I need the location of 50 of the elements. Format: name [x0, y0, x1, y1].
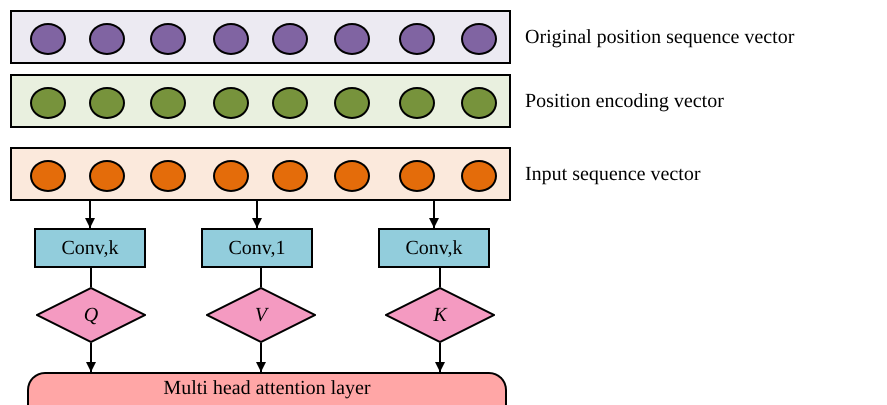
vector-element-circle: [334, 87, 370, 119]
vector-element-circle: [89, 23, 125, 55]
vector-element-circle: [30, 160, 66, 192]
vector-band: [10, 147, 511, 201]
diamond-label: K: [433, 305, 447, 325]
vector-element-circle: [30, 87, 66, 119]
vector-element-circle: [89, 87, 125, 119]
vector-caption: Position encoding vector: [525, 91, 724, 111]
diamond-label: V: [254, 305, 268, 325]
vector-element-circle: [334, 160, 370, 192]
vector-element-circle: [334, 23, 370, 55]
vector-element-circle: [89, 160, 125, 192]
vector-element-circle: [30, 23, 66, 55]
arrow: [256, 343, 266, 372]
vector-caption: Original position sequence vector: [525, 27, 794, 47]
arrow: [435, 343, 445, 372]
vector-element-circle: [272, 160, 308, 192]
decision-diamond: [385, 287, 495, 343]
vector-element-circle: [213, 87, 249, 119]
node-label: Conv,1: [228, 238, 286, 258]
node-label: Conv,k: [405, 238, 463, 258]
vector-element-circle: [461, 87, 497, 119]
vector-element-circle: [150, 23, 186, 55]
vector-element-circle: [213, 23, 249, 55]
vector-element-circle: [150, 87, 186, 119]
vector-element-circle: [461, 23, 497, 55]
arrow: [86, 343, 96, 372]
arrow: [252, 201, 262, 228]
vector-element-circle: [272, 23, 308, 55]
decision-diamond: [36, 287, 146, 343]
arrow: [85, 201, 95, 228]
vector-element-circle: [399, 87, 435, 119]
vector-element-circle: [399, 160, 435, 192]
vector-band: [10, 74, 511, 128]
vector-element-circle: [213, 160, 249, 192]
conv-box: [378, 228, 490, 268]
attention-layer-pill: [27, 372, 507, 405]
decision-diamond: [206, 287, 316, 343]
conv-box: [201, 228, 313, 268]
conv-box: [34, 228, 146, 268]
vector-band: [10, 10, 511, 64]
node-label: Multi head attention layer: [163, 378, 371, 398]
diamond-label: Q: [84, 305, 98, 325]
vector-caption: Input sequence vector: [525, 164, 700, 184]
vector-element-circle: [399, 23, 435, 55]
vector-element-circle: [150, 160, 186, 192]
arrow: [429, 201, 439, 228]
node-label: Conv,k: [61, 238, 119, 258]
vector-element-circle: [272, 87, 308, 119]
vector-element-circle: [461, 160, 497, 192]
